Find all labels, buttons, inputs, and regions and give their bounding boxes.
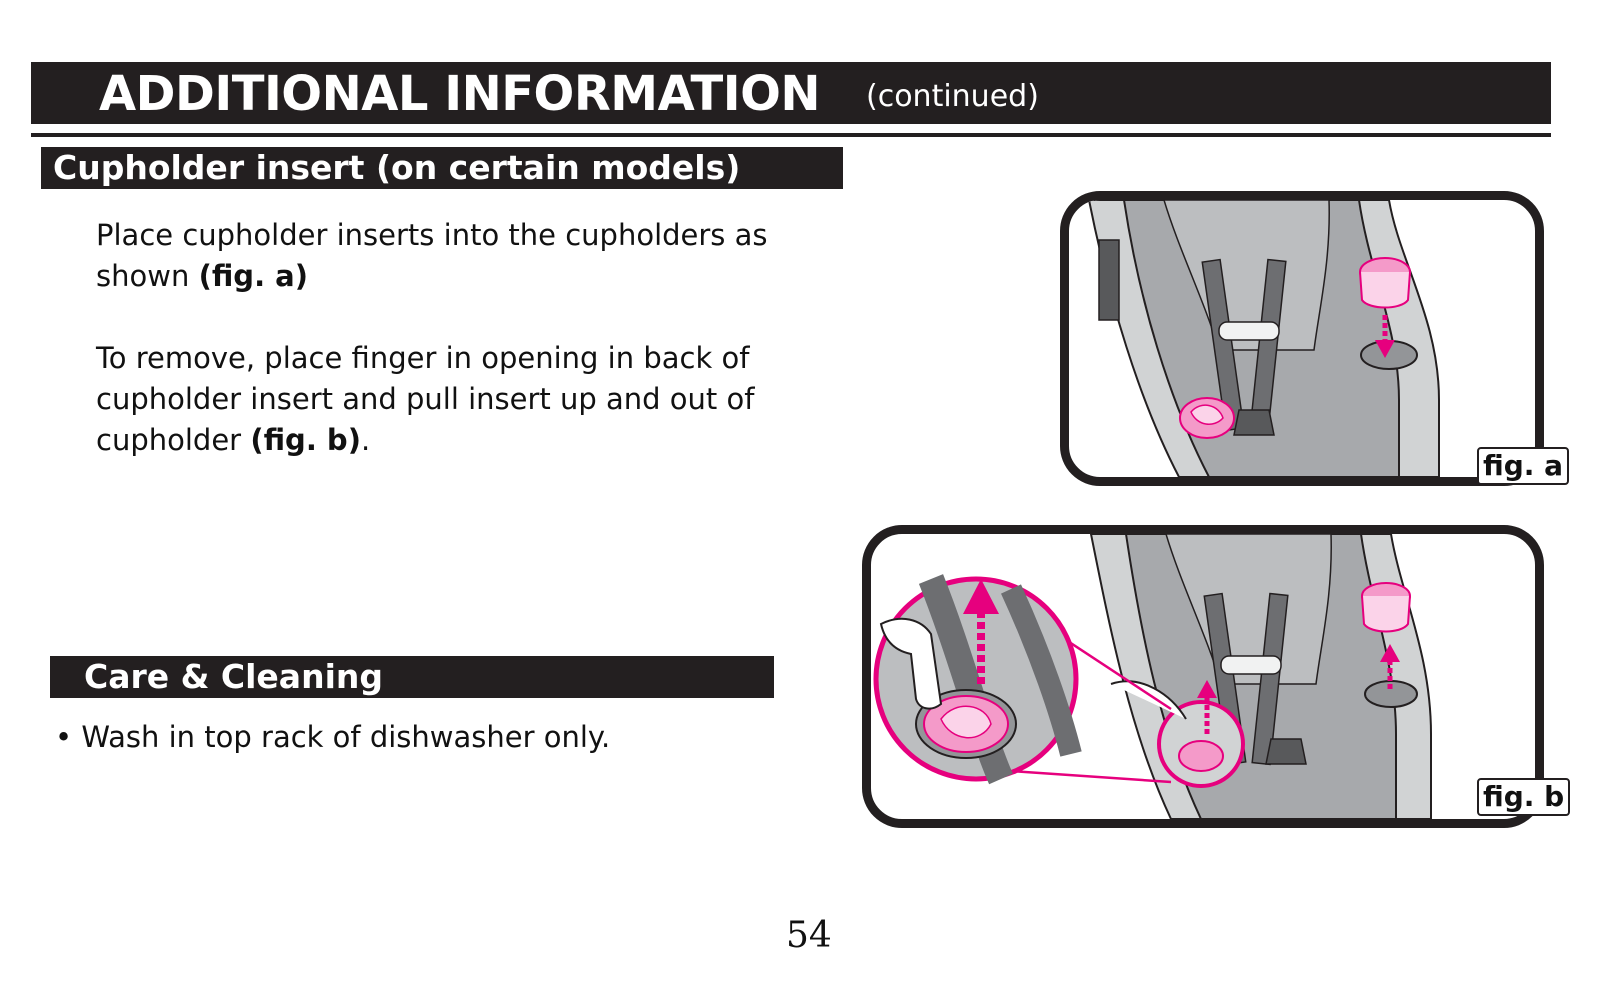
care-bullet: • Wash in top rack of dishwasher only. <box>55 720 611 754</box>
instruction-remove-end: . <box>360 423 371 457</box>
figure-b <box>862 525 1544 828</box>
section-heading-cupholder-label: Cupholder insert (on certain models) <box>53 148 741 187</box>
header-bar: ADDITIONAL INFORMATION (continued) <box>31 62 1551 124</box>
figure-a-illustration <box>1087 200 1440 477</box>
figure-a-label: fig. a <box>1477 447 1570 485</box>
section-heading-care: Care & Cleaning <box>50 656 774 698</box>
page-title: ADDITIONAL INFORMATION <box>99 66 821 122</box>
figure-b-illustration <box>873 534 1432 819</box>
instruction-remove-text: To remove, place finger in opening in ba… <box>96 341 755 457</box>
figure-b-label: fig. b <box>1477 778 1571 816</box>
instruction-remove: To remove, place finger in opening in ba… <box>96 338 796 461</box>
header-rule <box>31 133 1551 137</box>
page-subtitle: (continued) <box>866 79 1039 114</box>
section-heading-care-label: Care & Cleaning <box>84 657 383 696</box>
fig-a-reference: (fig. a) <box>198 259 309 293</box>
instruction-place: Place cupholder inserts into the cuphold… <box>96 215 796 297</box>
instruction-place-text: Place cupholder inserts into the cuphold… <box>96 218 768 293</box>
page-number: 54 <box>786 915 832 956</box>
fig-b-reference: (fig. b) <box>250 423 361 457</box>
section-heading-cupholder: Cupholder insert (on certain models) <box>41 147 843 189</box>
figure-a <box>1060 191 1544 486</box>
